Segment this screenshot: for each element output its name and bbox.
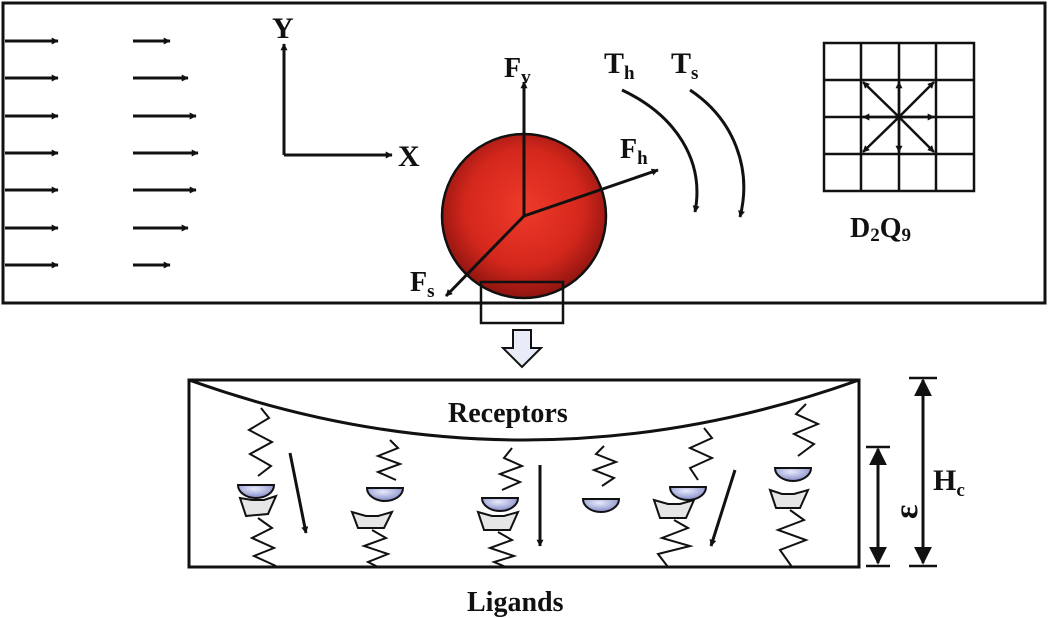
contact-region <box>187 378 861 569</box>
lattice-label: D2Q9 <box>850 213 911 246</box>
contact-zone-box <box>479 280 565 325</box>
receptor-head <box>236 484 276 499</box>
d2q9-velocity-vectors <box>862 81 935 153</box>
cell-membrane-curve <box>188 378 860 442</box>
force-vectors <box>444 81 659 298</box>
spring-force-label: Fs <box>410 267 435 302</box>
d2q9-lattice <box>822 41 976 193</box>
receptors-label: Receptors <box>448 398 568 429</box>
receptor-springs <box>246 403 821 491</box>
y-axis-label: Y <box>272 12 294 45</box>
flow-profile-arrows <box>133 37 199 269</box>
receptor-head <box>773 467 813 482</box>
horizontal-force-arrow <box>523 168 659 218</box>
vertical-force-label: Fv <box>504 53 531 88</box>
torque-arrows <box>621 88 746 218</box>
ligand-heads <box>238 488 810 531</box>
coordinate-axes <box>280 43 393 159</box>
epsilon-label: ε <box>888 504 925 519</box>
ligand-springs <box>249 509 809 568</box>
flow-channel <box>1 1 1047 305</box>
spring-force-arrow <box>444 214 526 298</box>
hydro-torque-arrow <box>621 88 700 213</box>
dimension-arrows <box>866 376 937 568</box>
height-label: Hc <box>933 464 965 501</box>
spring-torque-arrow <box>689 88 746 218</box>
x-axis-label: X <box>398 140 420 173</box>
contact-flow-arrows <box>288 452 737 547</box>
receptor-head <box>480 497 520 512</box>
hydro-torque-label: Th <box>604 47 635 84</box>
receptor-head <box>365 487 405 502</box>
zoom-arrow <box>500 329 544 369</box>
spring-torque-label: Ts <box>671 47 698 84</box>
receptor-ligand-bonds <box>236 467 813 513</box>
horizontal-force-label: Fh <box>620 134 648 169</box>
receptor-head <box>668 486 708 501</box>
inlet-velocity-arrows <box>5 37 59 269</box>
ligands-label: Ligands <box>467 587 564 618</box>
receptor-head <box>581 498 621 513</box>
